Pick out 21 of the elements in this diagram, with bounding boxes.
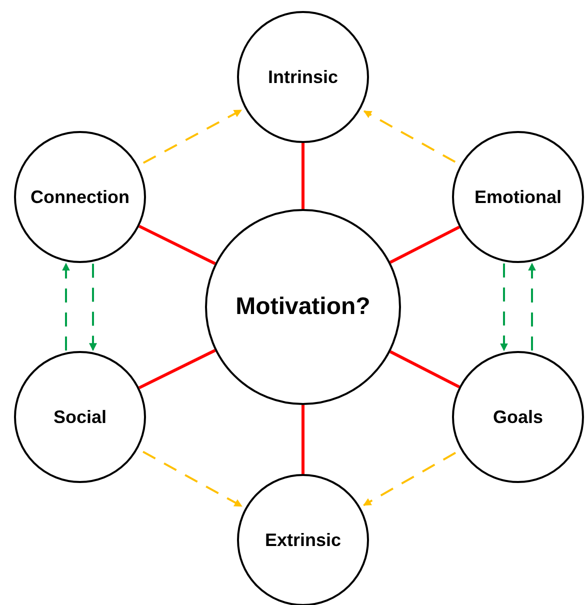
- dashed-arrow: [142, 450, 242, 508]
- node-label: Goals: [492, 406, 544, 428]
- connector-line: [302, 143, 304, 209]
- node-label: Extrinsic: [264, 530, 342, 550]
- dashed-arrow: [142, 109, 242, 164]
- dashed-arrow: [62, 262, 70, 350]
- node-label: Intrinsic: [268, 66, 338, 88]
- connector-line: [390, 350, 460, 388]
- connector-line: [302, 405, 304, 474]
- connector-line: [138, 224, 216, 265]
- connector-line: [138, 349, 216, 390]
- dashed-arrow: [500, 264, 508, 352]
- node-label: Social: [53, 406, 107, 428]
- dashed-arrow: [89, 264, 97, 352]
- dashed-arrow: [363, 110, 456, 163]
- dashed-arrow: [363, 452, 456, 506]
- node-label: Emotional: [474, 186, 562, 208]
- connector-line: [390, 226, 460, 264]
- dashed-arrow: [528, 262, 536, 350]
- central-label: Motivation?: [236, 293, 370, 321]
- node-label: Connection: [30, 186, 130, 208]
